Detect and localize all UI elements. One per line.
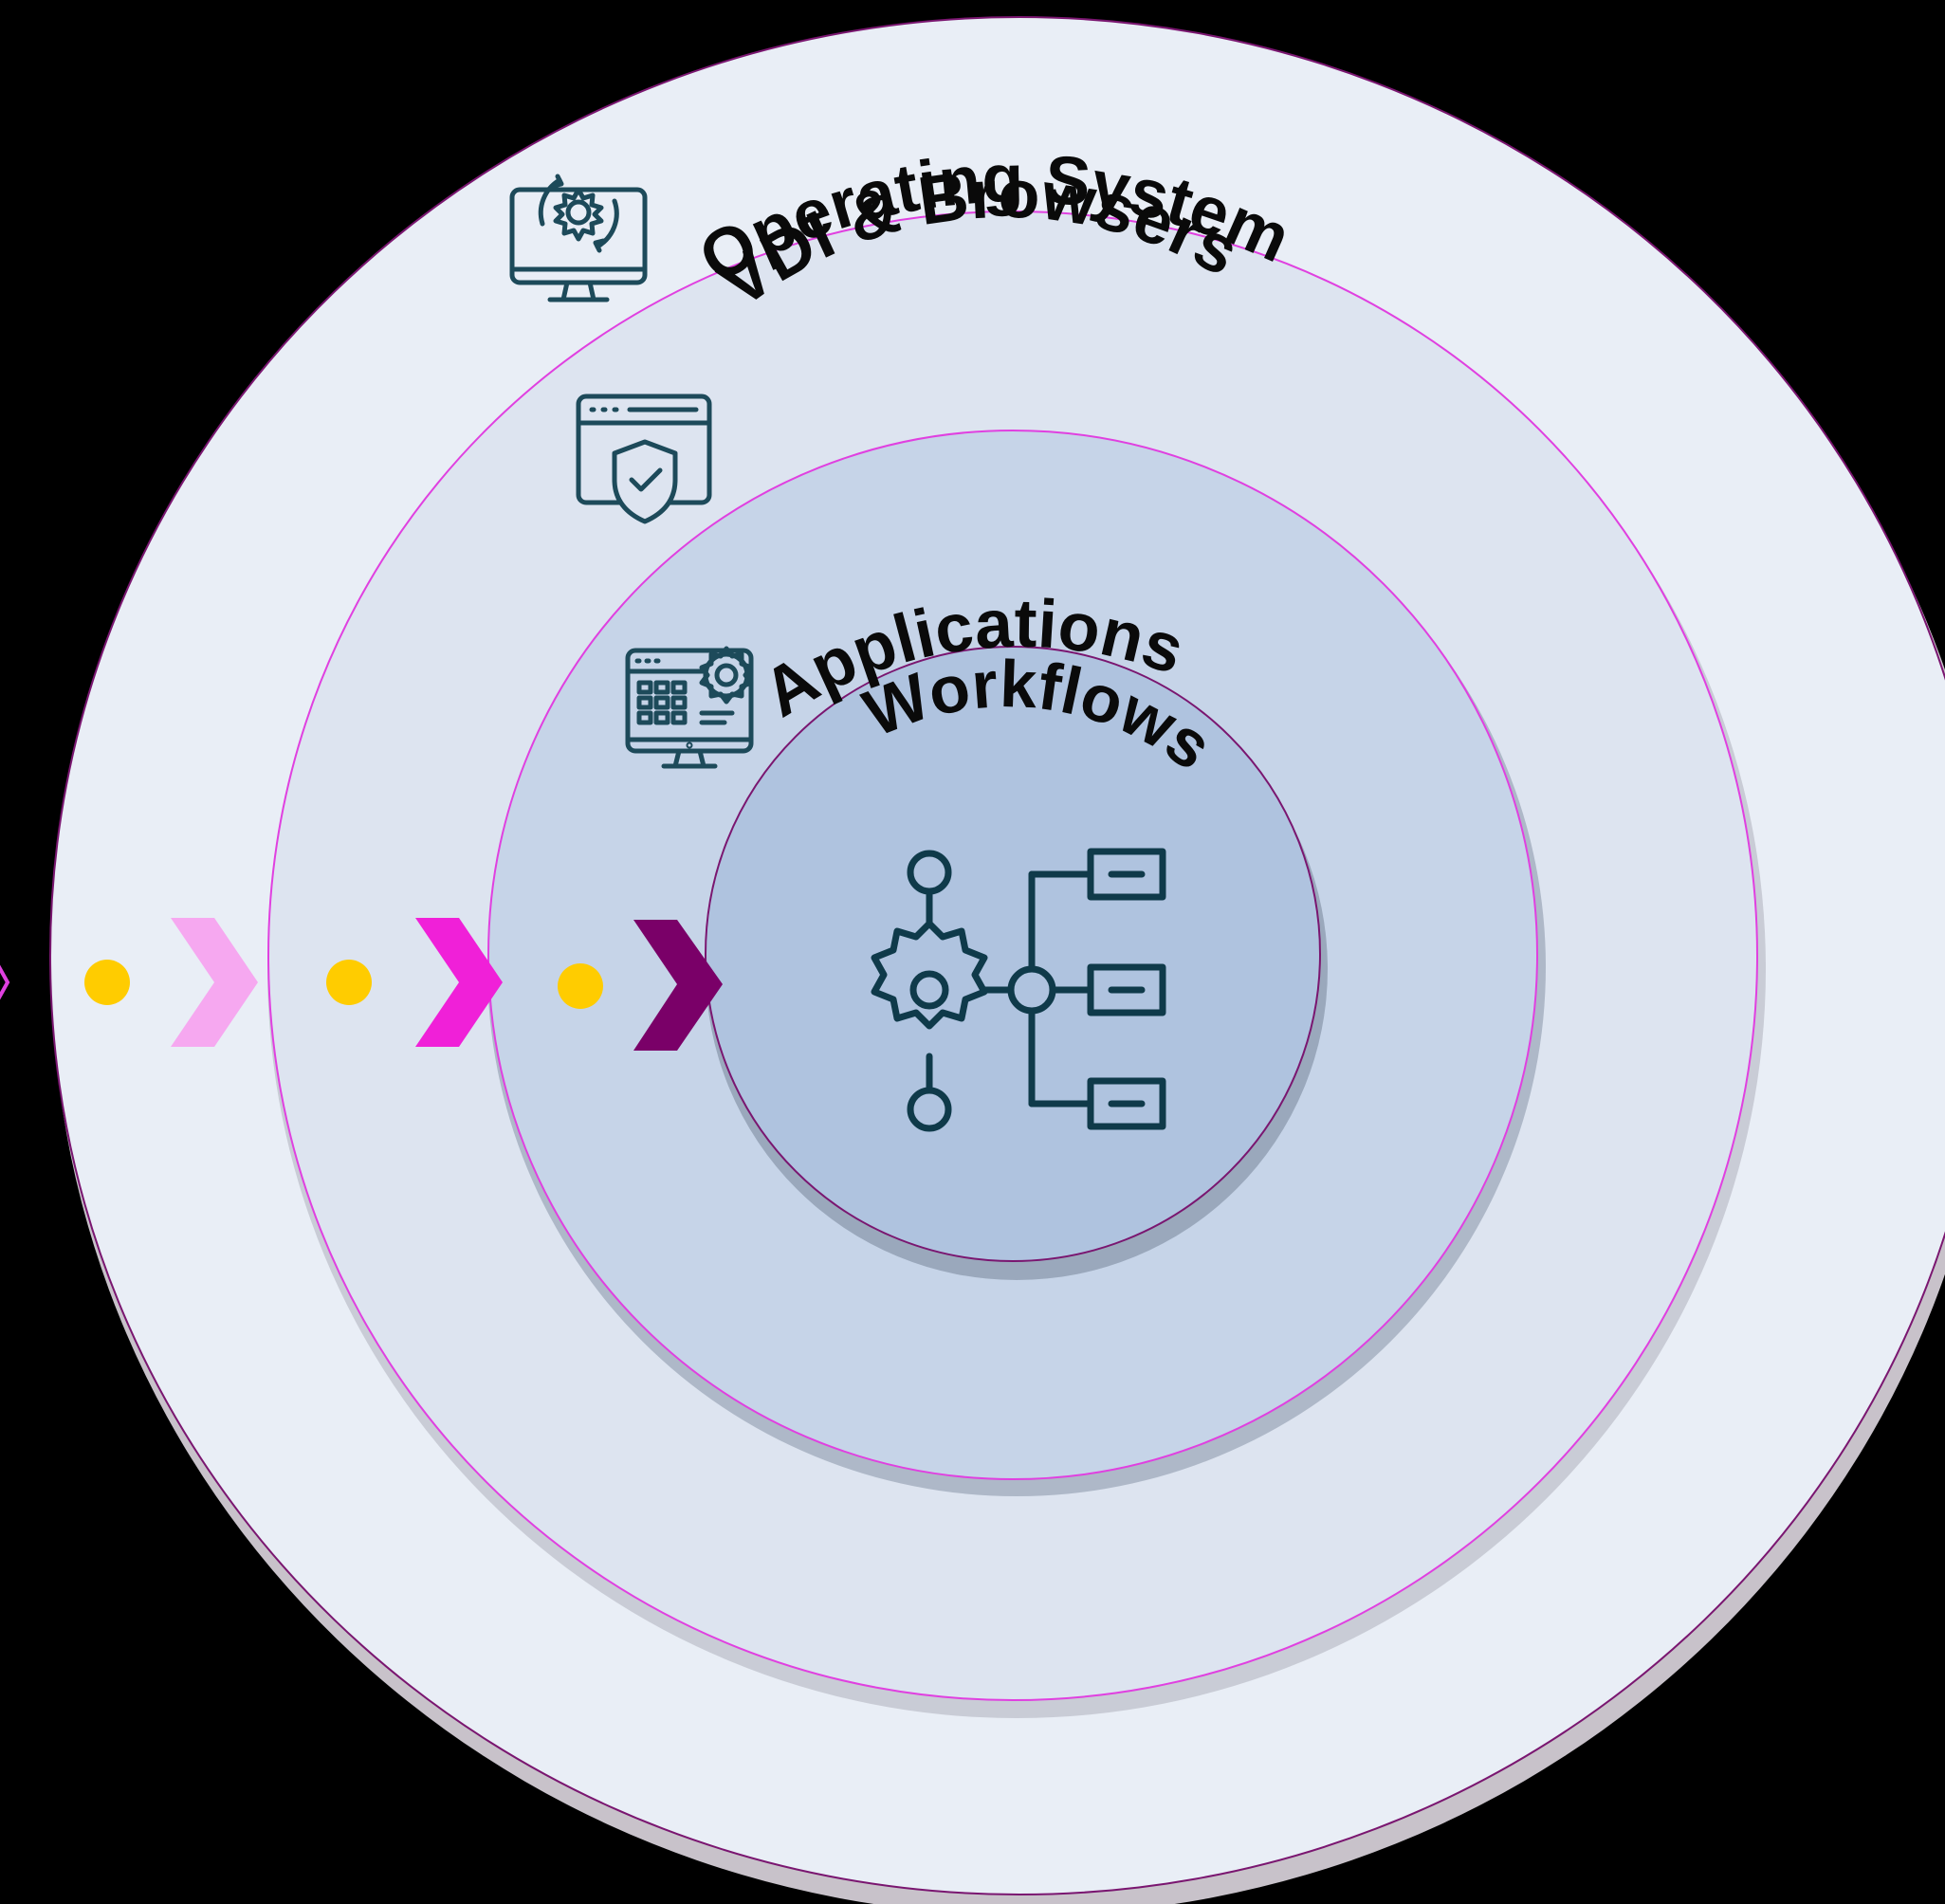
flow-arrows: [84, 918, 723, 1051]
layer-workflows: [705, 646, 1328, 1280]
workflows-circle: [705, 646, 1321, 1262]
flow-chevron: [633, 920, 723, 1051]
flow-chevron: [171, 918, 258, 1047]
flow-dot: [558, 963, 603, 1009]
workflow-gear-branch-icon: [871, 848, 1166, 1132]
flow-chevron: [415, 918, 503, 1047]
monitor-gear-sync-icon: [509, 174, 648, 302]
left-edge-fragments: [0, 964, 10, 1000]
browser-shield-icon: [576, 394, 712, 524]
flow-dot: [326, 960, 372, 1005]
app-grid-gear-monitor-icon: [625, 646, 754, 769]
flow-dot: [84, 960, 130, 1005]
